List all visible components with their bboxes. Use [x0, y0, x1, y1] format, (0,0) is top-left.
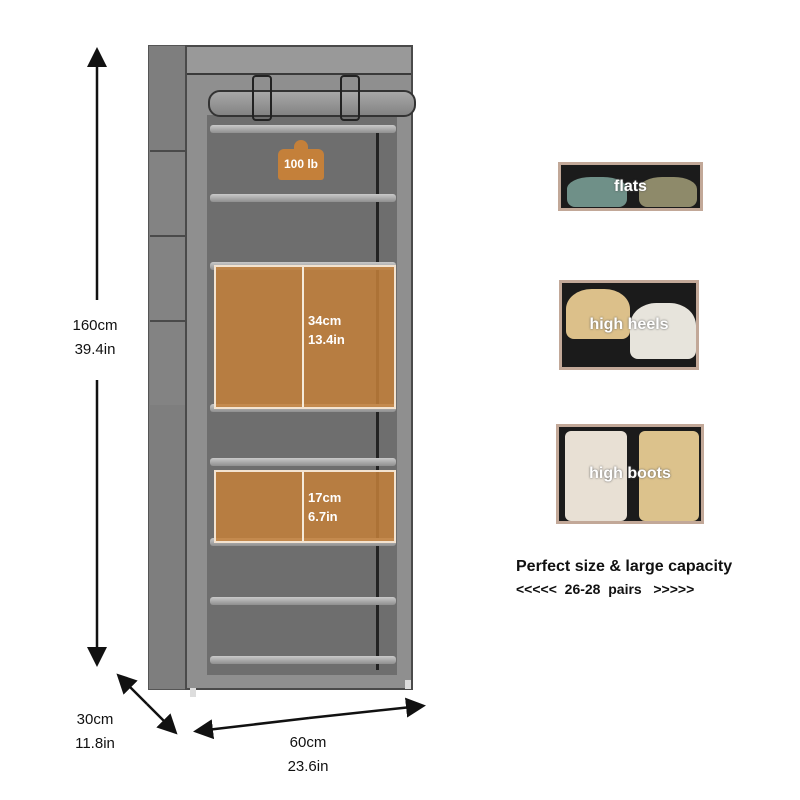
- shelf: [210, 125, 396, 133]
- width-in: 23.6in: [287, 758, 329, 775]
- shoe-type-label: high heels: [589, 316, 669, 333]
- compartment-large-cm: 34cm: [308, 313, 342, 328]
- compartment-small-in: 6.7in: [308, 509, 338, 524]
- rolled-cover: [208, 90, 416, 117]
- depth-arrow: [116, 673, 148, 705]
- shoe-type-label: flats: [614, 177, 647, 195]
- thumbnail-flats: flats: [558, 162, 703, 211]
- strap: [340, 75, 360, 121]
- width-cm: 60cm: [289, 734, 327, 751]
- capacity-pairs: <<<<< 26-28 pairs >>>>>: [516, 581, 695, 597]
- side-pocket: [150, 150, 186, 235]
- thumbnail-high-heels: high heels: [559, 280, 699, 370]
- compartment-small-highlight: 17cm 6.7in: [214, 470, 396, 543]
- compartment-large-in: 13.4in: [308, 332, 345, 347]
- compartment-large-highlight: 34cm 13.4in: [214, 265, 396, 409]
- height-cm: 160cm: [72, 317, 118, 334]
- width-label: 60cm 23.6in: [268, 731, 348, 779]
- foot: [405, 680, 411, 689]
- thumbnail-high-boots: high boots: [556, 424, 704, 524]
- weight-capacity-label: 100 lb: [278, 149, 324, 180]
- height-label: 160cm 39.4in: [55, 314, 135, 362]
- capacity-headline: Perfect size & large capacity: [516, 558, 733, 575]
- height-in: 39.4in: [74, 341, 116, 358]
- side-pocket: [150, 235, 186, 320]
- shelf: [210, 597, 396, 605]
- shelf: [210, 656, 396, 664]
- shelf: [210, 194, 396, 202]
- depth-label: 30cm 11.8in: [55, 708, 135, 756]
- strap: [252, 75, 272, 121]
- depth-arrow: [146, 703, 178, 735]
- width-arrow: [308, 697, 426, 720]
- shoe-type-label: high boots: [589, 465, 671, 482]
- foot: [190, 688, 196, 697]
- top-band: [187, 47, 411, 75]
- compartment-small-cm: 17cm: [308, 490, 342, 505]
- weight-icon: [294, 140, 308, 150]
- width-arrow: [193, 716, 310, 740]
- side-pocket: [150, 320, 186, 405]
- depth-in: 11.8in: [75, 735, 115, 752]
- shelf: [210, 458, 396, 466]
- weight-badge: 100 lb: [278, 140, 324, 180]
- depth-cm: 30cm: [76, 711, 114, 728]
